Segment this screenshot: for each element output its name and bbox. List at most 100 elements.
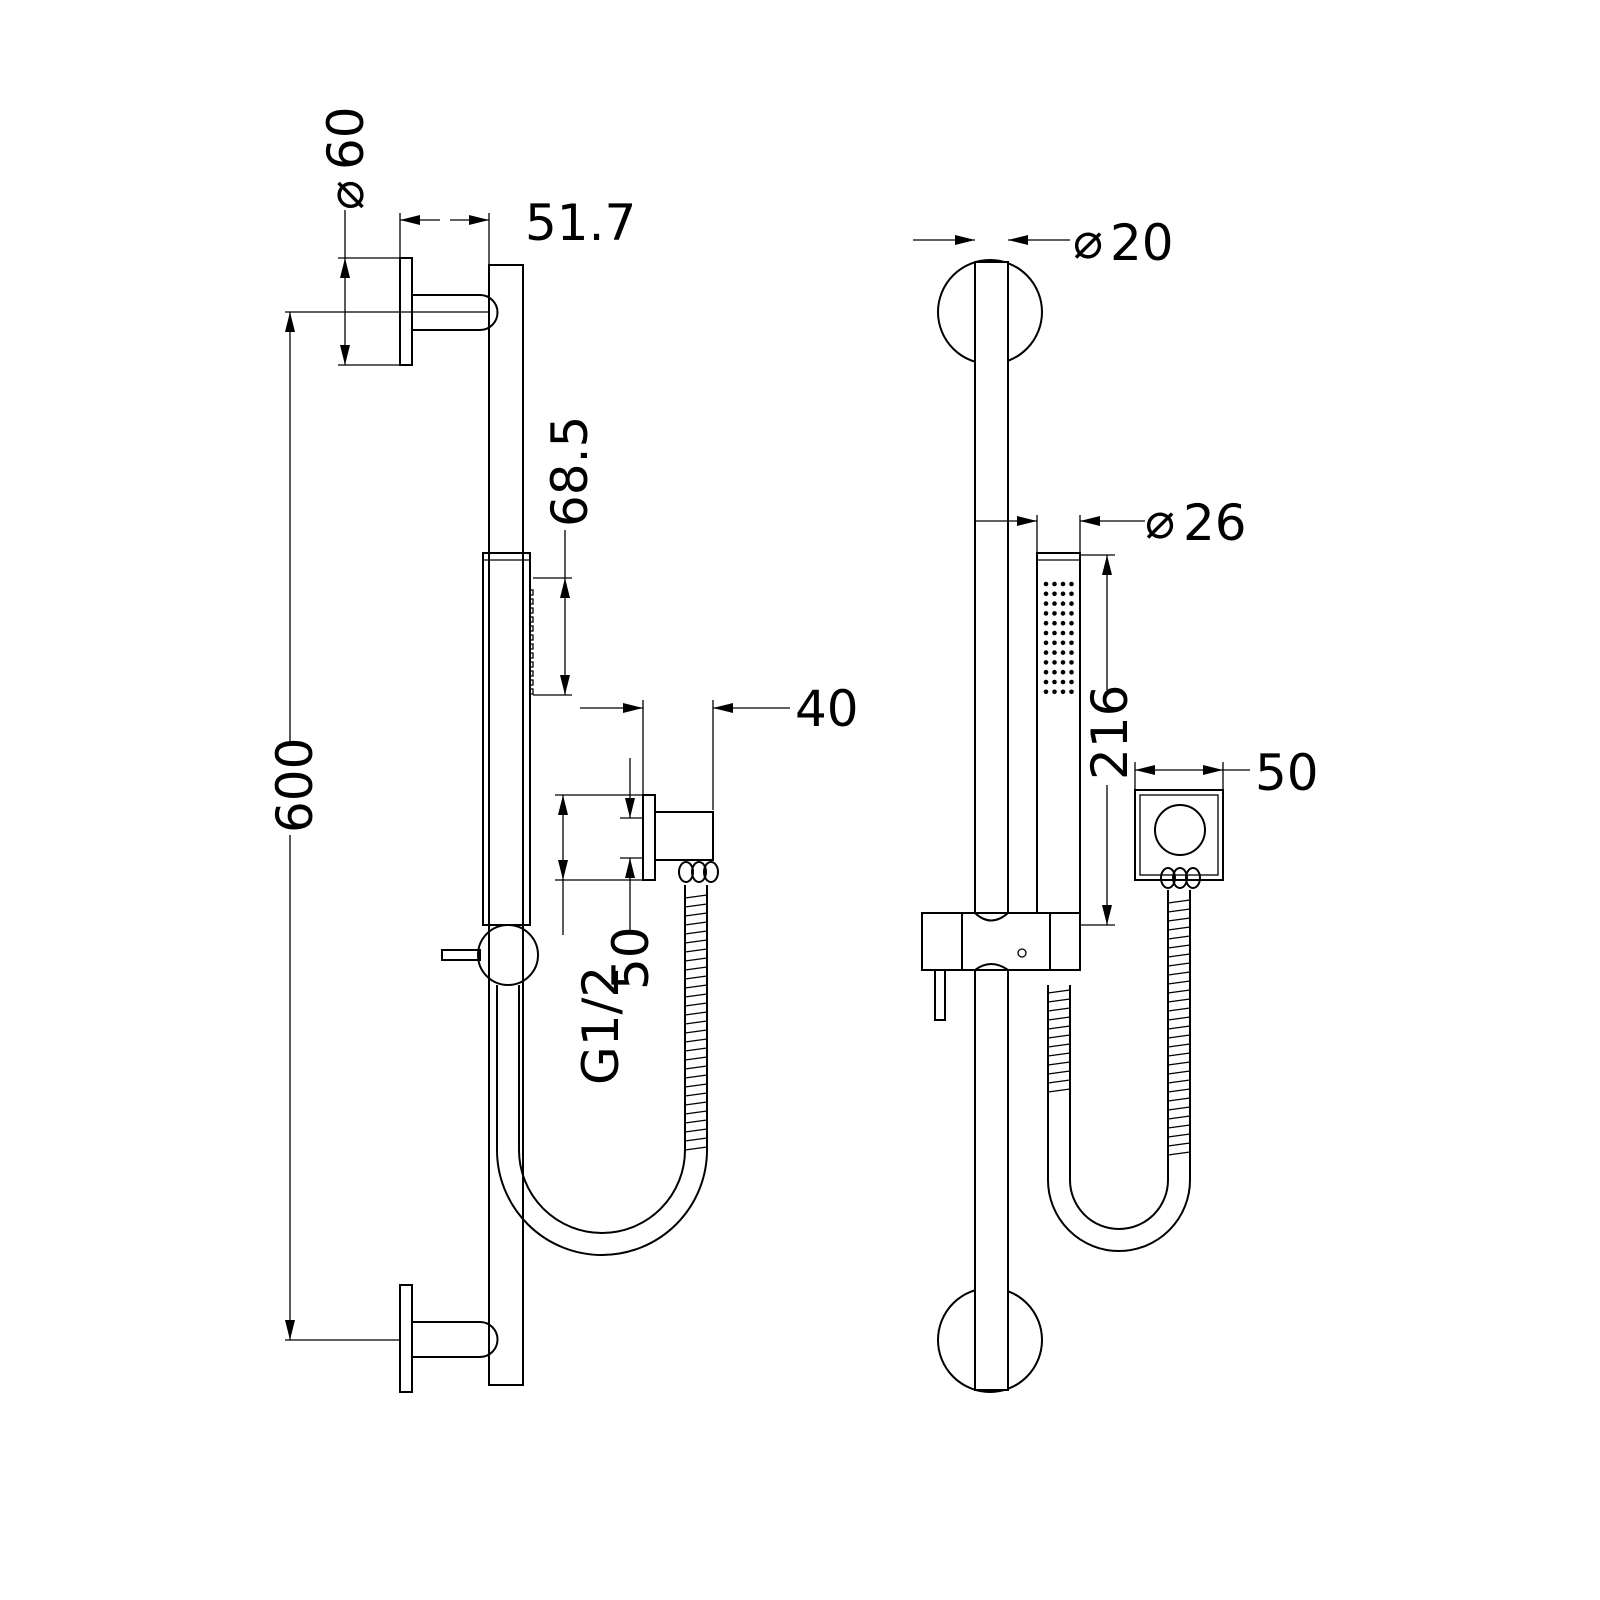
hose-rib [1167, 1115, 1191, 1120]
hose-rib [684, 912, 708, 917]
nozzle-dot [1069, 611, 1074, 616]
hose-side [496, 885, 708, 1256]
nozzle-dot [1052, 601, 1057, 606]
nozzle-dot [1052, 660, 1057, 665]
nozzle [529, 652, 534, 659]
hose-rib [1167, 1061, 1191, 1066]
hose-rib [1047, 1034, 1071, 1039]
nozzle [529, 598, 534, 605]
hose-rib [684, 984, 708, 989]
nozzle [529, 679, 534, 686]
nozzle-dot [1052, 581, 1057, 587]
hose-rib [1167, 998, 1191, 1003]
nozzle-dot [1069, 669, 1074, 675]
hose-rib [1167, 1106, 1191, 1111]
nozzle-dot [1052, 620, 1057, 626]
hose-rib [684, 975, 708, 980]
nozzle-dot [1043, 630, 1049, 636]
slide-rail-front [974, 261, 1009, 1391]
diameter-symbol: ⌀ [317, 180, 375, 210]
hose-rib [1047, 1025, 1071, 1030]
hose-rib [1167, 1070, 1191, 1075]
nozzle [529, 688, 534, 695]
nozzle-dot [1069, 620, 1074, 626]
hose-rib [1167, 1088, 1191, 1093]
hose-rib [1167, 1007, 1191, 1012]
nozzle [529, 661, 534, 668]
hose-rib [684, 993, 708, 998]
dim-label-50-front: 50 [1255, 744, 1319, 802]
hose-rib [1167, 962, 1191, 967]
hose-rib [1167, 1133, 1191, 1138]
dimension-outlet-flange: 50 G1/2 [555, 758, 660, 1085]
hose-rib [684, 1110, 708, 1115]
hose-rib [684, 1047, 708, 1052]
hose-rib [1167, 971, 1191, 976]
dimension-outlet-width: 50 [1134, 744, 1319, 802]
hose-rib [1167, 908, 1191, 913]
hose-rib [684, 1119, 708, 1124]
hose-rib [684, 1011, 708, 1016]
nozzle-dot [1060, 650, 1066, 655]
hose-rib [1167, 953, 1191, 958]
hose-rib [684, 957, 708, 962]
hose-rib [1167, 1097, 1191, 1102]
nozzle-dot [1060, 679, 1066, 685]
hose-rib [684, 1056, 708, 1061]
hand-shower-side [482, 552, 534, 926]
nozzle-dot [1052, 640, 1057, 646]
hose-front [1047, 890, 1191, 1252]
hose-rib [1047, 1070, 1071, 1075]
dimension-rail-diameter: ⌀ 20 [913, 212, 1174, 272]
nozzle-dot [1043, 669, 1049, 675]
nozzle-dot [1060, 581, 1066, 587]
hose-rib [1047, 1016, 1071, 1021]
hose-rib [684, 1020, 708, 1025]
thread-size-label: G1/2 [572, 966, 630, 1085]
dim-label-50-side: 50 [602, 926, 660, 990]
hose-rib [1167, 935, 1191, 940]
hose-rib [1167, 980, 1191, 985]
hose-rib [1167, 926, 1191, 931]
spray-nozzles-side [529, 589, 534, 695]
nozzle-dot [1043, 660, 1049, 665]
hose-rib [684, 1083, 708, 1088]
hose-rib [1167, 1025, 1191, 1030]
nozzle-dot [1069, 581, 1074, 587]
spray-nozzles-front [1043, 581, 1074, 695]
nozzle [529, 643, 534, 650]
nozzle-dot [1069, 601, 1074, 606]
diameter-symbol: ⌀ [1073, 212, 1103, 270]
nozzle [529, 589, 534, 596]
hose-rib [1047, 1007, 1071, 1012]
side-view: 51.7 ⌀ 60 600 68.5 [266, 106, 859, 1393]
wall-outlet-side [642, 794, 719, 883]
nozzle [529, 634, 534, 641]
nozzle-dot [1069, 689, 1074, 695]
hose-rib [1167, 1124, 1191, 1129]
hose-rib [1167, 1052, 1191, 1057]
hose-rib [1167, 899, 1191, 904]
hose-rib [684, 939, 708, 944]
nozzle-dot [1043, 640, 1049, 646]
hose-rib [684, 966, 708, 971]
nozzle-dot [1052, 630, 1057, 636]
hose-rib [1047, 1088, 1071, 1093]
hose-rib [1047, 1079, 1071, 1084]
nozzle-dot [1052, 611, 1057, 616]
dim-label-26: 26 [1183, 494, 1247, 552]
hose-rib [684, 1038, 708, 1043]
dim-label-20: 20 [1110, 214, 1174, 272]
nozzle-dot [1069, 591, 1074, 597]
nozzle-dot [1043, 611, 1049, 616]
nozzle-dot [1052, 669, 1057, 675]
nozzle-dot [1069, 650, 1074, 655]
nozzle-dot [1060, 689, 1066, 695]
nozzle [529, 616, 534, 623]
hose-rib [1167, 1016, 1191, 1021]
nozzle-dot [1043, 581, 1049, 587]
hose-rib [684, 1074, 708, 1079]
nozzle-dot [1060, 601, 1066, 606]
dimension-arm-projection: 51.7 [399, 194, 636, 265]
hose-rib [684, 1029, 708, 1034]
